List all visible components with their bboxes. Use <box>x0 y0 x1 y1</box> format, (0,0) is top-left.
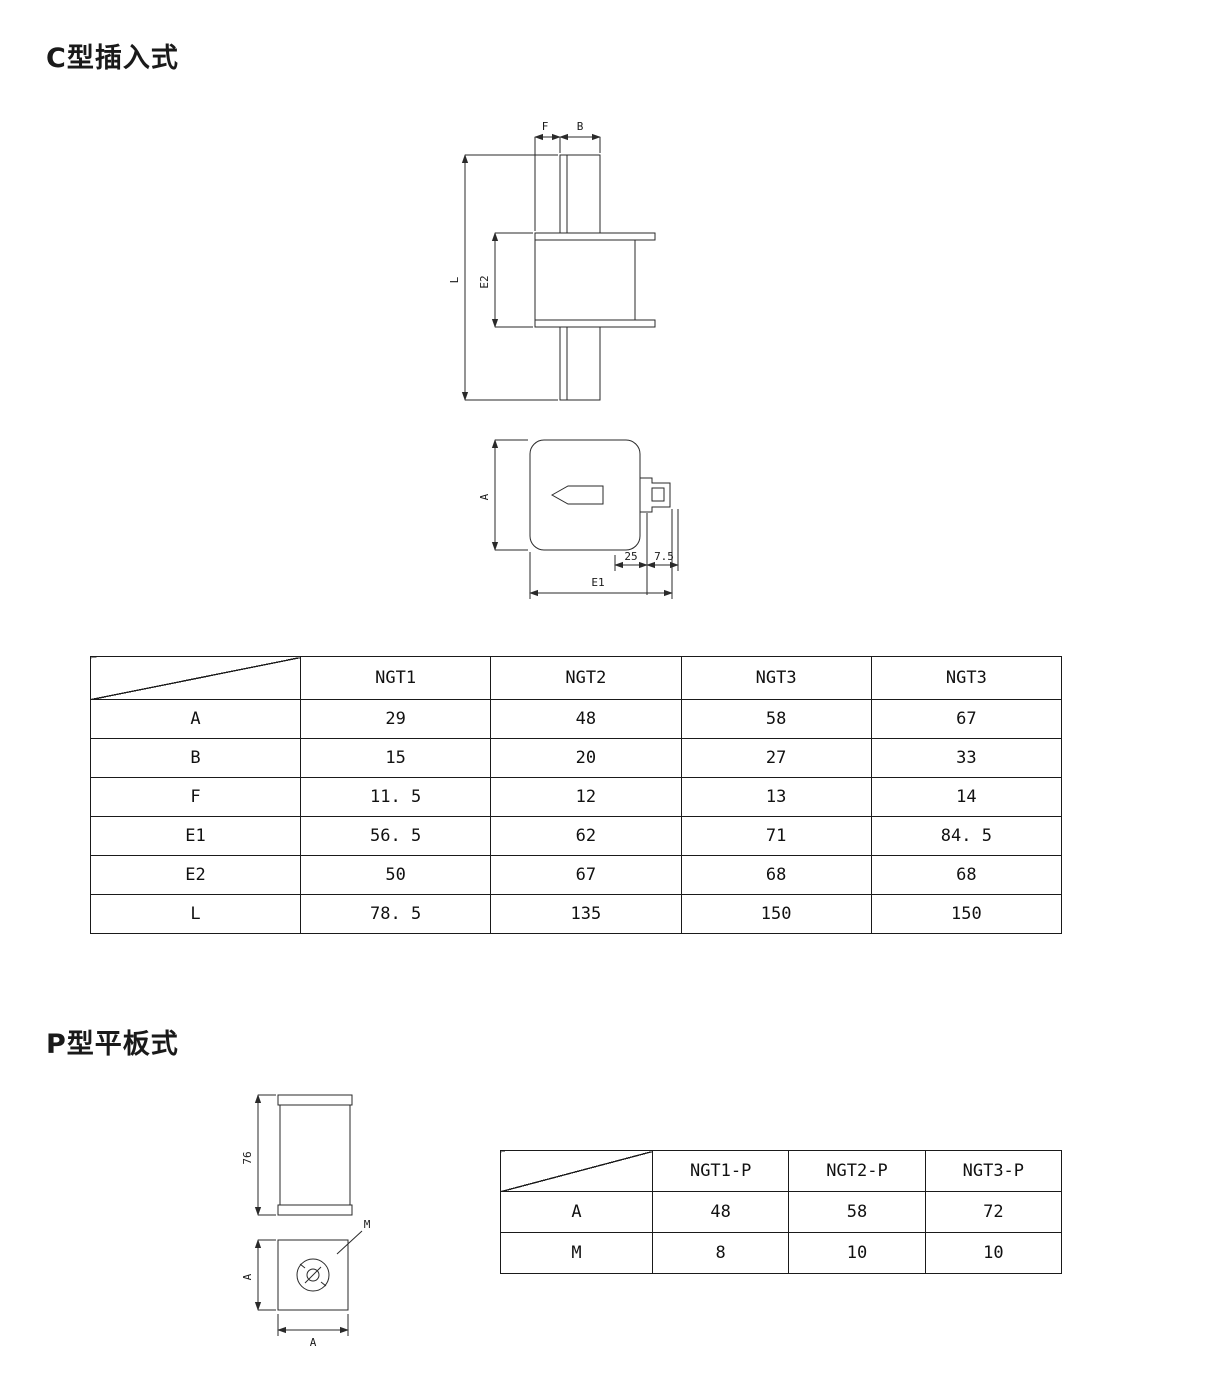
c-type-dimensions-table: NGT1 NGT2 NGT3 NGT3 A 29 48 58 67 B 15 2… <box>90 656 1063 934</box>
table-cell: 15 <box>299 738 492 778</box>
diagonal-header-cell <box>90 656 301 700</box>
row-label: E2 <box>90 855 301 895</box>
dim-label-a: A <box>478 493 491 500</box>
p-type-dimensions-table: NGT1-P NGT2-P NGT3-P A 48 58 72 M 8 10 1… <box>500 1150 1063 1274</box>
table-cell: 10 <box>788 1232 926 1274</box>
table-cell: 72 <box>924 1191 1063 1233</box>
table-cell: 67 <box>870 699 1063 739</box>
table-header-row: NGT1-P NGT2-P NGT3-P <box>500 1150 1063 1192</box>
table-cell: 27 <box>680 738 872 778</box>
dimension-e2 <box>491 232 533 328</box>
dim-label-25: 25 <box>624 550 637 563</box>
dimension-25-75 <box>614 509 679 595</box>
section-title-p-type: P型平板式 <box>46 1029 179 1060</box>
table-cell: 48 <box>651 1191 790 1233</box>
dim-label-76: 76 <box>241 1151 254 1164</box>
column-header: NGT2-P <box>788 1150 926 1192</box>
table-header-row: NGT1 NGT2 NGT3 NGT3 <box>90 656 1063 700</box>
column-header: NGT3 <box>680 656 872 700</box>
table-cell: 71 <box>680 816 872 856</box>
c-type-drawing: F B L E2 <box>448 120 679 599</box>
table-cell: 33 <box>870 738 1063 778</box>
indicator-arrow <box>550 485 604 505</box>
table-cell: 135 <box>490 894 682 934</box>
table-row: A 48 58 72 <box>500 1191 1063 1233</box>
p-type-drawing: 76 M A A <box>241 1094 371 1349</box>
p-fuse-body-front <box>277 1239 349 1311</box>
row-label: B <box>90 738 301 778</box>
table-cell: 78. 5 <box>299 894 492 934</box>
table-cell: 62 <box>490 816 682 856</box>
fuse-body-side <box>534 232 656 328</box>
table-cell: 14 <box>870 777 1063 817</box>
table-cell: 150 <box>680 894 872 934</box>
column-header: NGT1-P <box>651 1150 790 1192</box>
dimension-a-left <box>254 1239 276 1311</box>
dim-label-l: L <box>448 276 461 283</box>
table-row: M 8 10 10 <box>500 1232 1063 1274</box>
dimension-l <box>461 154 558 401</box>
row-label: M <box>500 1232 653 1274</box>
table-row: A 29 48 58 67 <box>90 699 1063 739</box>
table-cell: 29 <box>299 699 492 739</box>
dim-label-m: M <box>364 1218 371 1231</box>
p-fuse-body-side <box>277 1094 353 1216</box>
dimension-a <box>491 439 528 551</box>
dim-label-e2: E2 <box>478 275 491 288</box>
table-row: B 15 20 27 33 <box>90 738 1063 778</box>
dimension-a-bottom <box>277 1314 349 1336</box>
table-cell: 58 <box>680 699 872 739</box>
table-cell: 50 <box>299 855 492 895</box>
dim-label-a-bottom: A <box>310 1336 317 1349</box>
table-cell: 56. 5 <box>299 816 492 856</box>
dim-label-b: B <box>577 120 584 133</box>
table-row: F 11. 5 12 13 14 <box>90 777 1063 817</box>
dimension-f-b <box>534 133 601 231</box>
row-label: A <box>90 699 301 739</box>
table-cell: 68 <box>680 855 872 895</box>
m-leader-line <box>336 1230 363 1255</box>
dim-label-7-5: 7.5 <box>654 550 674 563</box>
dim-label-a-left: A <box>241 1273 254 1280</box>
table-row: E1 56. 5 62 71 84. 5 <box>90 816 1063 856</box>
table-cell: 150 <box>870 894 1063 934</box>
table-cell: 67 <box>490 855 682 895</box>
dimension-76 <box>254 1094 276 1216</box>
column-header: NGT3 <box>870 656 1063 700</box>
table-row: L 78. 5 135 150 150 <box>90 894 1063 934</box>
row-label: A <box>500 1191 653 1233</box>
column-header: NGT2 <box>490 656 682 700</box>
dim-label-e1: E1 <box>591 576 604 589</box>
table-cell: 68 <box>870 855 1063 895</box>
table-cell: 48 <box>490 699 682 739</box>
table-cell: 11. 5 <box>299 777 492 817</box>
row-label: E1 <box>90 816 301 856</box>
row-label: L <box>90 894 301 934</box>
table-cell: 12 <box>490 777 682 817</box>
dim-label-f: F <box>542 120 549 133</box>
knob <box>296 1258 330 1292</box>
terminal-clip <box>640 477 671 513</box>
column-header: NGT1 <box>299 656 492 700</box>
fuse-body-front <box>529 439 671 551</box>
table-row: E2 50 67 68 68 <box>90 855 1063 895</box>
row-label: F <box>90 777 301 817</box>
table-cell: 20 <box>490 738 682 778</box>
table-cell: 58 <box>788 1191 926 1233</box>
table-cell: 10 <box>924 1232 1063 1274</box>
dimension-e1 <box>529 509 673 599</box>
table-cell: 84. 5 <box>870 816 1063 856</box>
table-cell: 8 <box>651 1232 790 1274</box>
column-header: NGT3-P <box>924 1150 1063 1192</box>
diagonal-header-cell <box>500 1150 653 1192</box>
section-title-c-type: C型插入式 <box>46 43 179 74</box>
table-cell: 13 <box>680 777 872 817</box>
